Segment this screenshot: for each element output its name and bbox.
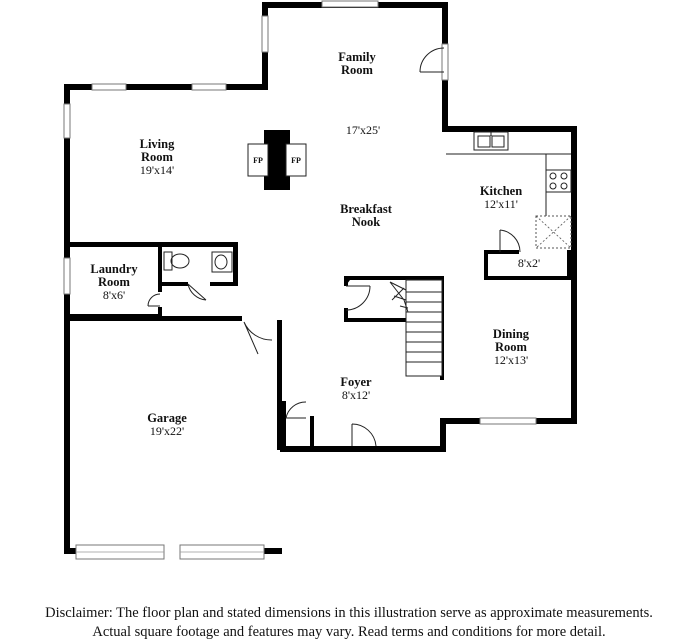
room-name: Kitchen [480,184,522,198]
room-name-line2: Room [341,63,374,77]
room-name-line1: Laundry [90,262,138,276]
fireplace: FP FP [247,130,307,190]
fireplace-label-left: FP [253,156,263,165]
room-dimensions: 19'x22' [150,424,184,438]
room-name-line2: Room [495,340,528,354]
fireplace-label-right: FP [291,156,301,165]
room-dining: Dining Room 12'x13' [493,327,530,367]
room-name-line1: Dining [493,327,530,341]
room-name-line2: Room [98,275,131,289]
sink-icon [473,131,509,151]
room-living: Living Room 19'x14' [140,137,175,177]
stove-icon [545,169,572,193]
room-foyer: Foyer 8'x12' [340,375,372,402]
room-dimensions: 8'x6' [103,288,125,302]
room-name: Garage [147,411,187,425]
refrigerator-icon [535,215,572,249]
room-dimensions: 8'x2' [518,256,540,270]
room-name-line1: Family [338,50,376,64]
room-garage: Garage 19'x22' [147,411,187,438]
room-kitchen: Kitchen 12'x11' [480,184,522,211]
room-dimensions: 12'x11' [484,197,518,211]
room-name-line1: Breakfast [340,202,393,216]
disclaimer-line-1: Disclaimer: The floor plan and stated di… [45,605,653,621]
room-breakfast-nook: Breakfast Nook [340,202,393,229]
floor-plan: FP FP Family Room 17'x25' Living Room 19… [63,0,577,560]
doors [147,47,521,447]
room-dimensions: 17'x25' [346,123,380,137]
hvac-marker-icon [344,276,350,284]
room-name-line1: Living [140,137,175,151]
toilet-icon [163,251,190,271]
room-dimensions: 12'x13' [494,353,528,367]
windows [63,0,537,560]
room-laundry: Laundry Room 8'x6' [90,262,138,302]
disclaimer-line-2: Actual square footage and features may v… [92,624,606,640]
sink-icon [211,251,233,273]
room-name-line2: Room [141,150,174,164]
room-pantry: 8'x2' [518,256,540,270]
bathroom-fixtures [163,251,233,273]
room-name: Foyer [340,375,372,389]
room-dimensions: 19'x14' [140,163,174,177]
staircase [389,279,443,377]
kitchen-fixtures [446,131,572,249]
room-name-line2: Nook [352,215,381,229]
room-dimensions: 8'x12' [342,388,370,402]
room-family: Family Room 17'x25' [338,50,380,137]
